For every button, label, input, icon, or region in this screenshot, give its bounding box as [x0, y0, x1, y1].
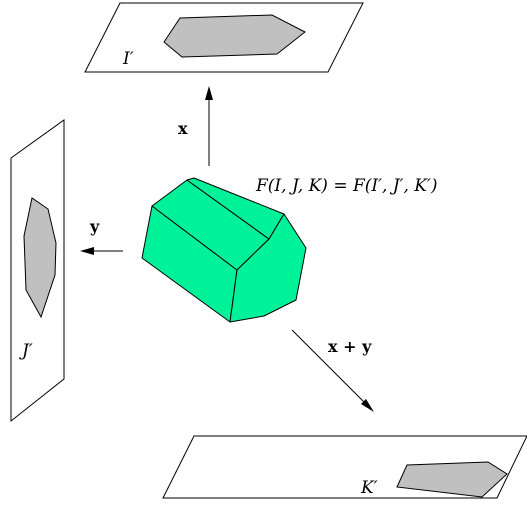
label-arrow-x: x: [178, 119, 188, 138]
arrow-x-head: [205, 86, 213, 100]
label-arrow-xy: x + y: [328, 337, 372, 356]
polyhedron-solid: [141, 177, 307, 323]
label-plane-left: J′: [19, 341, 33, 361]
shadow-bottom: [396, 461, 508, 498]
arrow-xy-shaft: [291, 329, 367, 405]
arrow-xy-head: [361, 399, 374, 412]
label-plane-bottom: K′: [360, 478, 378, 498]
label-arrow-y: y: [89, 217, 100, 236]
label-plane-top: I′: [122, 49, 134, 69]
plane-top: I′: [84, 2, 364, 73]
arrow-xy: x + y: [291, 329, 374, 412]
plane-bottom: K′: [162, 435, 527, 499]
arrow-y: y: [80, 217, 123, 255]
arrow-x: x: [178, 86, 213, 166]
shadow-top: [163, 14, 306, 58]
arrow-y-head: [80, 247, 94, 255]
solid-face-side: [229, 213, 307, 323]
shadow-left: [23, 197, 57, 319]
equation-label: F(I, J, K) = F(I′, J′, K′): [255, 176, 437, 196]
plane-left: J′: [10, 119, 65, 423]
